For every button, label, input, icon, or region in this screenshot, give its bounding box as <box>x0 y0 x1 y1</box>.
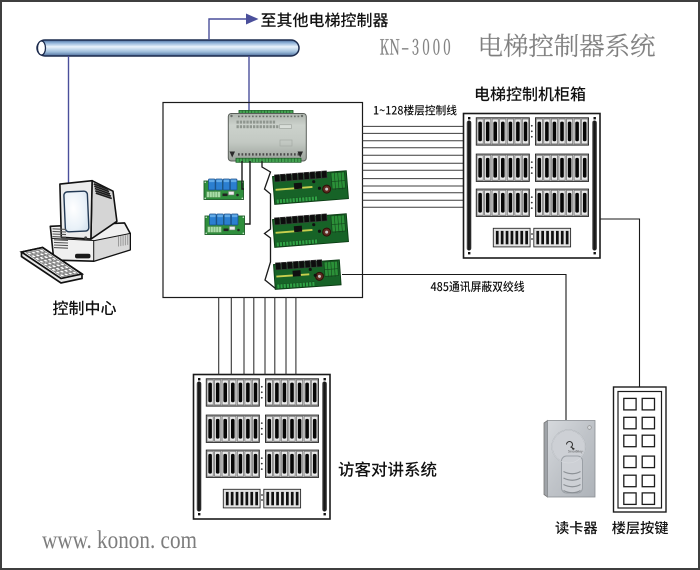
svg-text:www. konon. com: www. konon. com <box>42 527 197 554</box>
